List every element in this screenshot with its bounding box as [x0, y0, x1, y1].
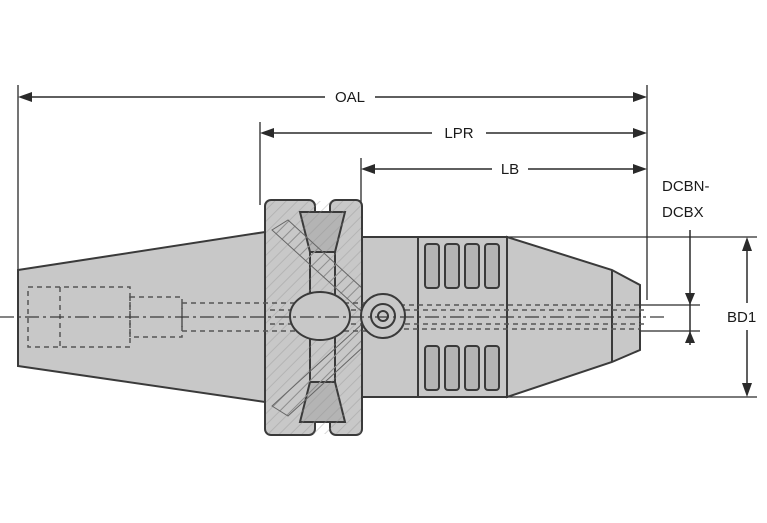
lpr-dimension [260, 128, 647, 138]
central-bore [181, 291, 645, 341]
nut-ribs [424, 243, 500, 391]
dcbn-label-line2: DCBX [662, 204, 704, 221]
lb-label: LB [501, 161, 519, 178]
lpr-label: LPR [444, 125, 473, 142]
bd1-dimension [742, 237, 752, 397]
nose-cone [506, 235, 641, 399]
dcbn-label-line1: DCBN- [662, 178, 710, 195]
dcbn-dimension [685, 230, 695, 345]
lb-dimension [361, 164, 647, 174]
oal-dimension [18, 92, 647, 102]
bd1-label: BD1 [727, 309, 756, 326]
extension-lines [17, 85, 757, 398]
oal-label: OAL [335, 89, 365, 106]
